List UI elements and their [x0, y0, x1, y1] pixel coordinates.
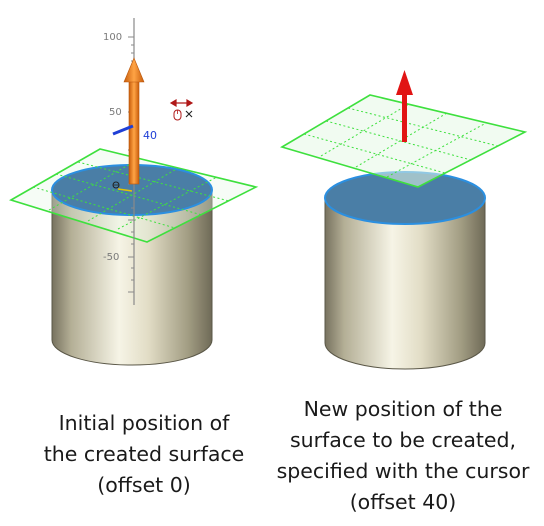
caption-left: Initial position of the created surface … [15, 408, 273, 501]
right-cylinder-body [324, 197, 486, 370]
offset-marker [112, 124, 134, 136]
center-marker-icon [112, 181, 133, 192]
mouse-icon [173, 109, 182, 121]
right-scene [280, 70, 528, 370]
ruler-label-100: 100 [103, 32, 122, 43]
caption-right-line-1: New position of the [303, 397, 503, 421]
left-cylinder-body [51, 189, 213, 366]
orange-arrow-icon[interactable] [123, 57, 145, 185]
ruler-label-50: 50 [109, 107, 122, 118]
caption-right-line-2: surface to be created, [289, 428, 517, 452]
close-x-icon [185, 110, 193, 118]
offset-marker-label: 40 [143, 129, 157, 142]
red-arrow-icon[interactable] [396, 70, 413, 142]
scene-illustration: 100 50 -50 40 [9, 18, 528, 370]
caption-left-line-2: the created surface [43, 442, 245, 466]
move-cursor-icon [169, 98, 194, 108]
caption-right-line-3: specified with the cursor [276, 459, 530, 483]
caption-left-line-1: Initial position of [58, 411, 230, 435]
left-scene: 100 50 -50 40 [9, 18, 259, 366]
ruler-label-minus-50: -50 [103, 252, 119, 263]
right-plane-grid [303, 103, 499, 178]
caption-left-line-3: (offset 0) [97, 473, 191, 497]
caption-right: New position of the surface to be create… [262, 394, 544, 518]
caption-right-line-4: (offset 40) [349, 490, 457, 514]
